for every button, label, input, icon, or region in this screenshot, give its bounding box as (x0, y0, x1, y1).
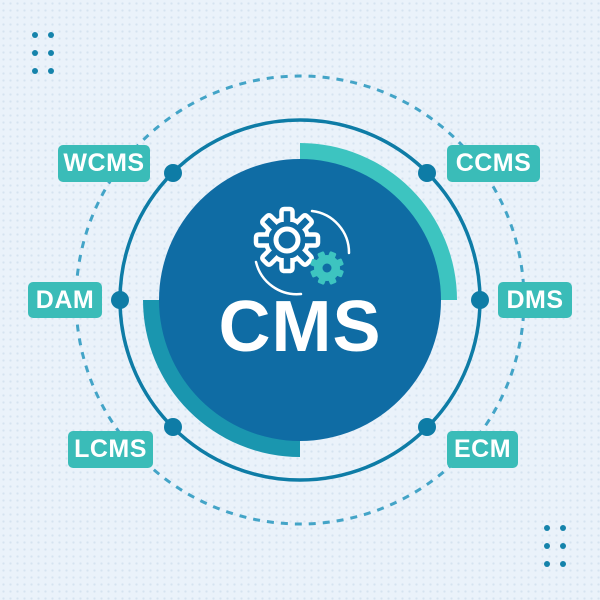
node-dot-left (111, 291, 129, 309)
label-ccms: CCMS (447, 145, 540, 182)
label-dam: DAM (28, 282, 102, 318)
cycle-arrows-icon (254, 209, 351, 296)
gears-process-icon (253, 206, 351, 296)
node-dot-bottom-left (164, 418, 182, 436)
orbit-node-dots (111, 164, 489, 436)
label-ecm: ECM (447, 431, 518, 468)
arc-segment-bottom-left (143, 300, 300, 457)
label-lcms: LCMS (68, 431, 153, 468)
dot-grid-icon (32, 32, 54, 74)
center-circle (159, 159, 441, 441)
label-ccms-text: CCMS (455, 149, 532, 177)
arc-segment-top-right (300, 143, 457, 300)
node-dot-bottom-right (418, 418, 436, 436)
node-dot-top-left (164, 164, 182, 182)
center-title: CMS (219, 287, 382, 367)
label-ecm-text: ECM (453, 435, 512, 463)
node-dot-right (471, 291, 489, 309)
label-wcms-text: WCMS (63, 149, 145, 177)
dot-grid-icon (544, 525, 566, 567)
label-dms: DMS (498, 282, 572, 318)
label-dam-text: DAM (35, 285, 95, 314)
label-dms-text: DMS (506, 285, 564, 314)
label-lcms-text: LCMS (74, 435, 147, 463)
node-dot-top-right (418, 164, 436, 182)
label-wcms: WCMS (58, 145, 150, 182)
